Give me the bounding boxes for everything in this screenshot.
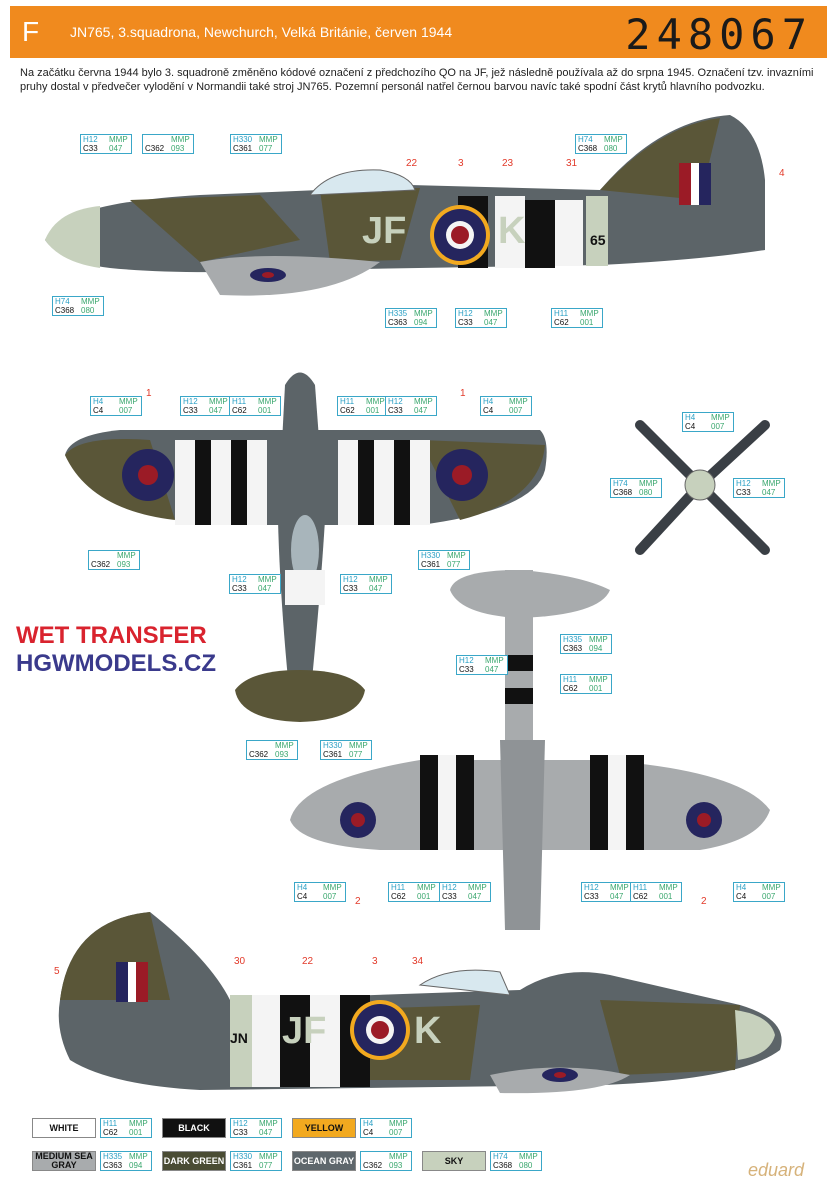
decal-number: 22 [406, 158, 418, 169]
legend-swatch-sky: SKY [422, 1151, 486, 1171]
profile-letter: F [22, 16, 40, 47]
code-left-top: JF [362, 210, 407, 252]
decal-number: 30 [234, 956, 246, 967]
legend-swatch-black: BLACK [162, 1118, 226, 1138]
header-bar: F JN765, 3.squadrona, Newchurch, Velká B… [10, 6, 827, 59]
decal-number: 31 [566, 158, 578, 169]
decal-number: 22 [302, 956, 314, 967]
legend-swatch-yellow: YELLOW [292, 1118, 356, 1138]
legend-swatch-ocean-gray: OCEAN GRAY [292, 1151, 356, 1171]
decal-number: 1 [460, 388, 466, 399]
profile-title: JN765, 3.squadrona, Newchurch, Velká Bri… [70, 24, 453, 40]
legend-swatch-white: WHITE [32, 1118, 96, 1138]
product-code-box: 248067 [622, 6, 827, 59]
decal-number: 1 [146, 388, 152, 399]
legend-swatch-medium-sea-gray: MEDIUM SEA GRAY [32, 1151, 96, 1171]
eduard-logo: eduard [748, 1160, 805, 1180]
decal-number: 4 [779, 168, 785, 179]
promo-line-1: WET TRANSFER [16, 622, 207, 649]
decal-number: 23 [502, 158, 514, 169]
decal-number: 3 [458, 158, 464, 169]
legend-swatch-dark-green: DARK GREEN [162, 1151, 226, 1171]
code-right-bottom: K [414, 1010, 442, 1052]
decal-number: 3 [372, 956, 378, 967]
promo-line-2: HGWMODELS.CZ [16, 650, 216, 677]
serial-top: 65 [590, 232, 606, 248]
serial-bottom: JN [230, 1030, 248, 1046]
code-left-bottom: JF [282, 1010, 327, 1052]
decal-number: 5 [54, 966, 60, 977]
decal-number: 2 [701, 896, 707, 907]
code-right-top: K [498, 210, 526, 252]
decal-number: 34 [412, 956, 424, 967]
intro-text: Na začátku června 1944 bylo 3. squadroně… [20, 67, 814, 93]
decal-number: 2 [355, 896, 361, 907]
product-code: 248067 [625, 10, 813, 59]
